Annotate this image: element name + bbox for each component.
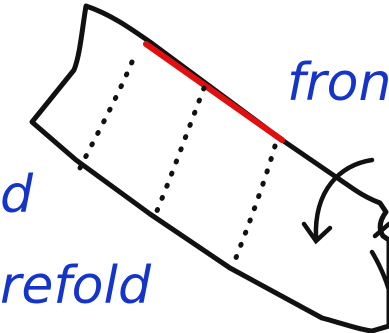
- label-bottom: refold: [0, 256, 152, 316]
- highlight-edge: [143, 41, 285, 143]
- folded-flap: [369, 221, 389, 293]
- curved-arrow-down-icon: [301, 157, 375, 245]
- fold-lines: [77, 59, 278, 271]
- label-left: d: [0, 165, 34, 225]
- fold-line-2: [151, 85, 207, 221]
- fold-line-1: [77, 59, 135, 171]
- paper-strip: [29, 3, 389, 333]
- fold-line-3: [229, 143, 278, 271]
- label-top-right: fron: [287, 53, 389, 113]
